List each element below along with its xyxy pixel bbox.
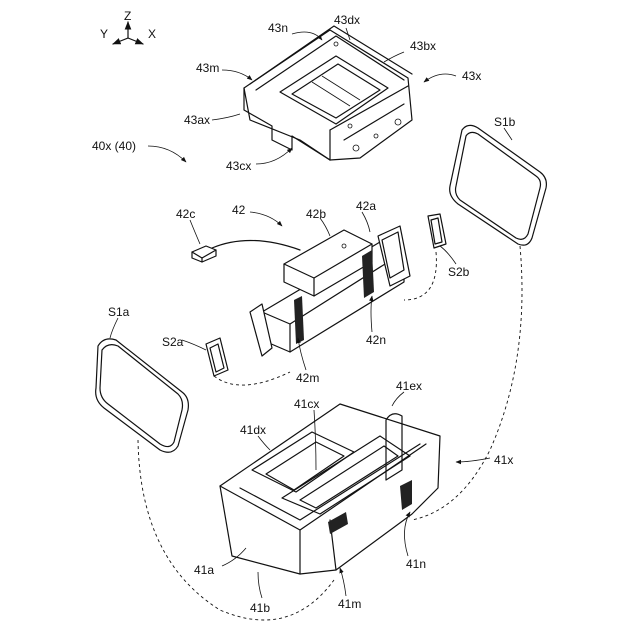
label-41b: 41b bbox=[250, 601, 270, 615]
label-43m: 43m bbox=[196, 61, 219, 75]
label-43dx: 43dx bbox=[334, 13, 360, 27]
seal-S2b bbox=[428, 214, 446, 248]
axis-z-label: Z bbox=[124, 9, 131, 23]
label-41a: 41a bbox=[194, 563, 214, 577]
label-41ex: 41ex bbox=[396, 379, 422, 393]
label-41x: 41x bbox=[494, 453, 513, 467]
seal-S1a bbox=[96, 339, 189, 452]
label-41m: 41m bbox=[338, 597, 361, 611]
seal-S1b bbox=[450, 125, 547, 245]
upper-case-43x bbox=[244, 26, 412, 160]
axis-y-label: Y bbox=[100, 27, 108, 41]
label-43ax: 43ax bbox=[184, 113, 210, 127]
label-41cx: 41cx bbox=[294, 397, 319, 411]
label-43x: 43x bbox=[462, 69, 481, 83]
label-41dx: 41dx bbox=[240, 423, 266, 437]
connector-42c bbox=[192, 240, 300, 262]
axis-x-label: X bbox=[148, 27, 156, 41]
label-40x: 40x (40) bbox=[92, 139, 136, 153]
label-S2a: S2a bbox=[162, 335, 184, 349]
label-42n: 42n bbox=[366, 333, 386, 347]
label-43cx: 43cx bbox=[226, 159, 251, 173]
label-42a: 42a bbox=[356, 199, 376, 213]
label-42: 42 bbox=[232, 203, 246, 217]
label-43n: 43n bbox=[268, 21, 288, 35]
label-43bx: 43bx bbox=[410, 39, 436, 53]
label-42m: 42m bbox=[296, 371, 319, 385]
label-S1b: S1b bbox=[494, 115, 516, 129]
label-42c: 42c bbox=[176, 207, 195, 221]
coordinate-axes: Z Y X bbox=[100, 9, 156, 44]
label-42b: 42b bbox=[306, 207, 326, 221]
label-S2b: S2b bbox=[448, 265, 470, 279]
label-S1a: S1a bbox=[108, 305, 130, 319]
seal-S2a bbox=[206, 338, 228, 376]
label-41n: 41n bbox=[406, 557, 426, 571]
